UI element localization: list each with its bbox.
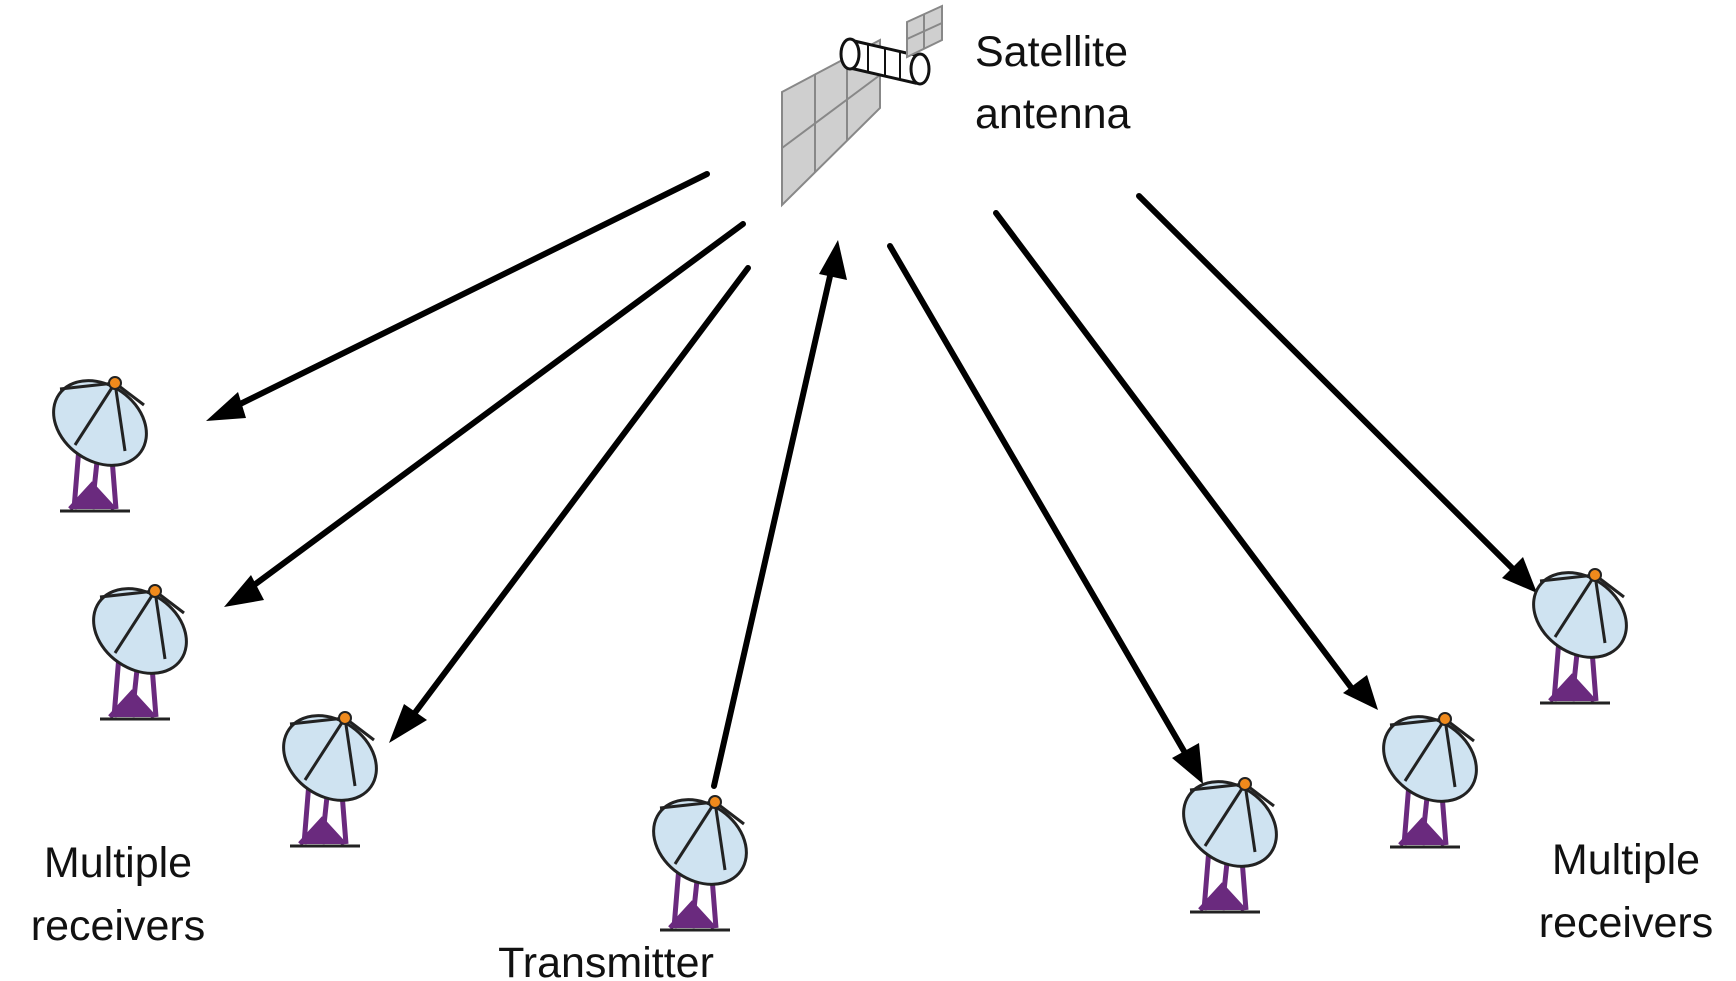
arrowhead-5: [1343, 675, 1378, 710]
downlink-arrow-1: [225, 171, 710, 413]
downlink-arrow-4: [887, 243, 1191, 761]
arrowhead-6: [1502, 557, 1537, 593]
satellite-dish-icon: [1367, 699, 1493, 847]
satellite-dish-icon: [1517, 555, 1643, 703]
downlink-arrows: [206, 171, 1537, 784]
satellite-body: [839, 37, 931, 86]
solar-panel-large: [781, 38, 881, 208]
satellite-icon: [781, 4, 943, 208]
satellite-label-line1: Satellite: [975, 28, 1128, 76]
arrowhead-1: [206, 392, 246, 421]
uplink-arrow-line: [711, 260, 836, 789]
left-receivers-label-line1: Multiple: [44, 839, 192, 887]
transmitter-label: Transmitter: [498, 939, 714, 981]
solar-panel-small: [906, 4, 943, 59]
arrowhead-3: [389, 704, 427, 743]
downlink-arrow-2: [243, 221, 746, 594]
satellite-dish-icon: [1167, 764, 1293, 912]
transmitter-dish-icon: [637, 782, 763, 930]
left-receivers-label-line2: receivers: [31, 902, 205, 950]
arrowhead-2: [224, 575, 264, 607]
satellite-dish-icon: [267, 698, 393, 846]
arrowhead-4: [1172, 743, 1203, 784]
uplink-arrow: [711, 240, 847, 789]
uplink-arrowhead: [819, 240, 847, 280]
downlink-arrow-6: [1136, 193, 1517, 573]
satellite-dish-icon: [37, 363, 163, 511]
right-receivers-label-line2: receivers: [1539, 899, 1713, 947]
satellite-dish-icon: [77, 571, 203, 719]
satellite-label-line2: antenna: [975, 90, 1131, 138]
downlink-arrow-3: [405, 265, 751, 725]
downlink-arrow-5: [993, 210, 1356, 693]
right-receivers-label-line1: Multiple: [1552, 836, 1700, 884]
